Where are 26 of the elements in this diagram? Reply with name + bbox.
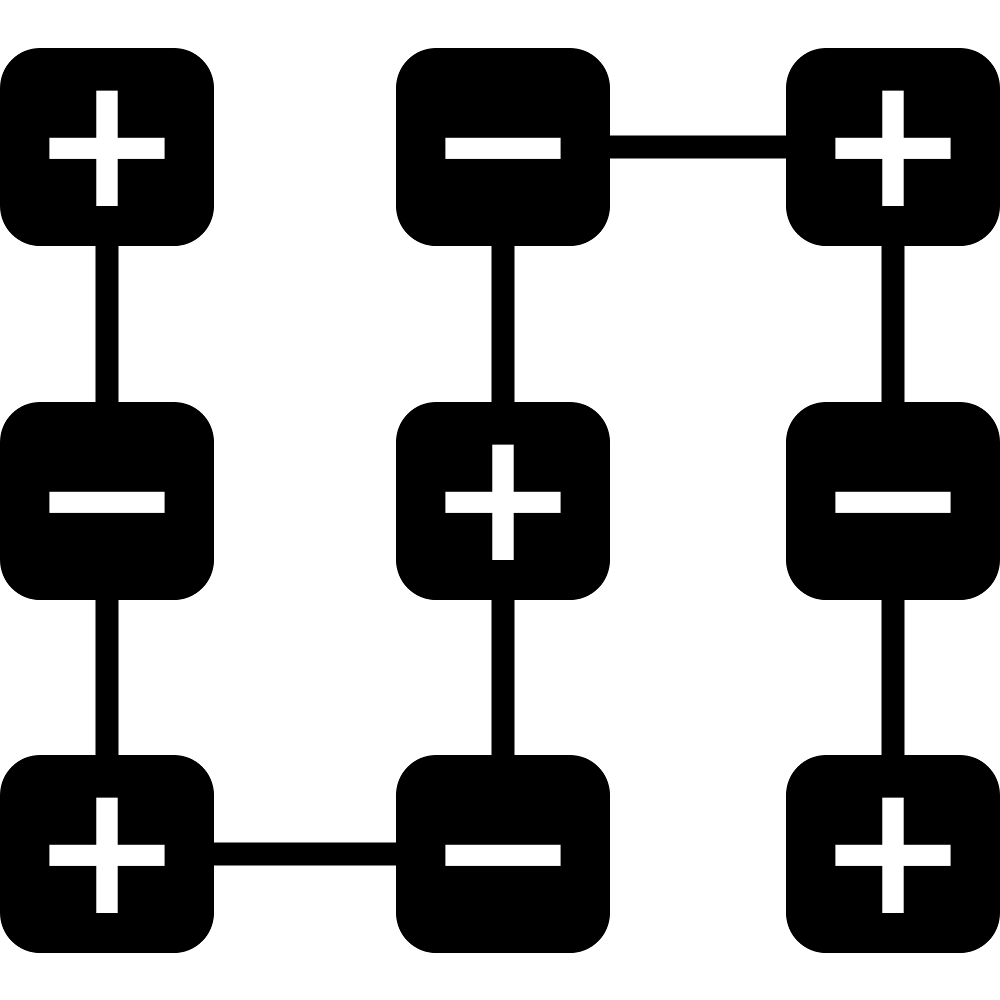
rounded-square <box>0 402 214 600</box>
connector-line <box>96 600 118 755</box>
polarity-sign: + <box>30 68 184 218</box>
polarity-sign: + <box>816 775 970 925</box>
connector-line <box>214 842 396 866</box>
rounded-square <box>786 755 1000 953</box>
connector-line <box>492 246 514 402</box>
polarity-sign: + <box>426 422 580 572</box>
polarity-sign: + <box>30 775 184 925</box>
rounded-square <box>0 755 214 953</box>
connector-line <box>96 246 118 402</box>
connector-line <box>882 246 904 402</box>
rounded-square <box>396 48 610 246</box>
rounded-square <box>0 48 214 246</box>
rounded-square <box>786 402 1000 600</box>
connector-line <box>882 600 904 755</box>
polarity-sign: − <box>426 68 580 218</box>
polarity-sign: + <box>816 68 970 218</box>
polarity-sign: − <box>426 775 580 925</box>
polarity-sign: − <box>816 422 970 572</box>
connector-line <box>610 136 786 158</box>
rounded-square <box>396 402 610 600</box>
polarity-sign: − <box>30 422 184 572</box>
rounded-square <box>786 48 1000 246</box>
rounded-square <box>396 755 610 953</box>
connector-line <box>492 600 514 755</box>
